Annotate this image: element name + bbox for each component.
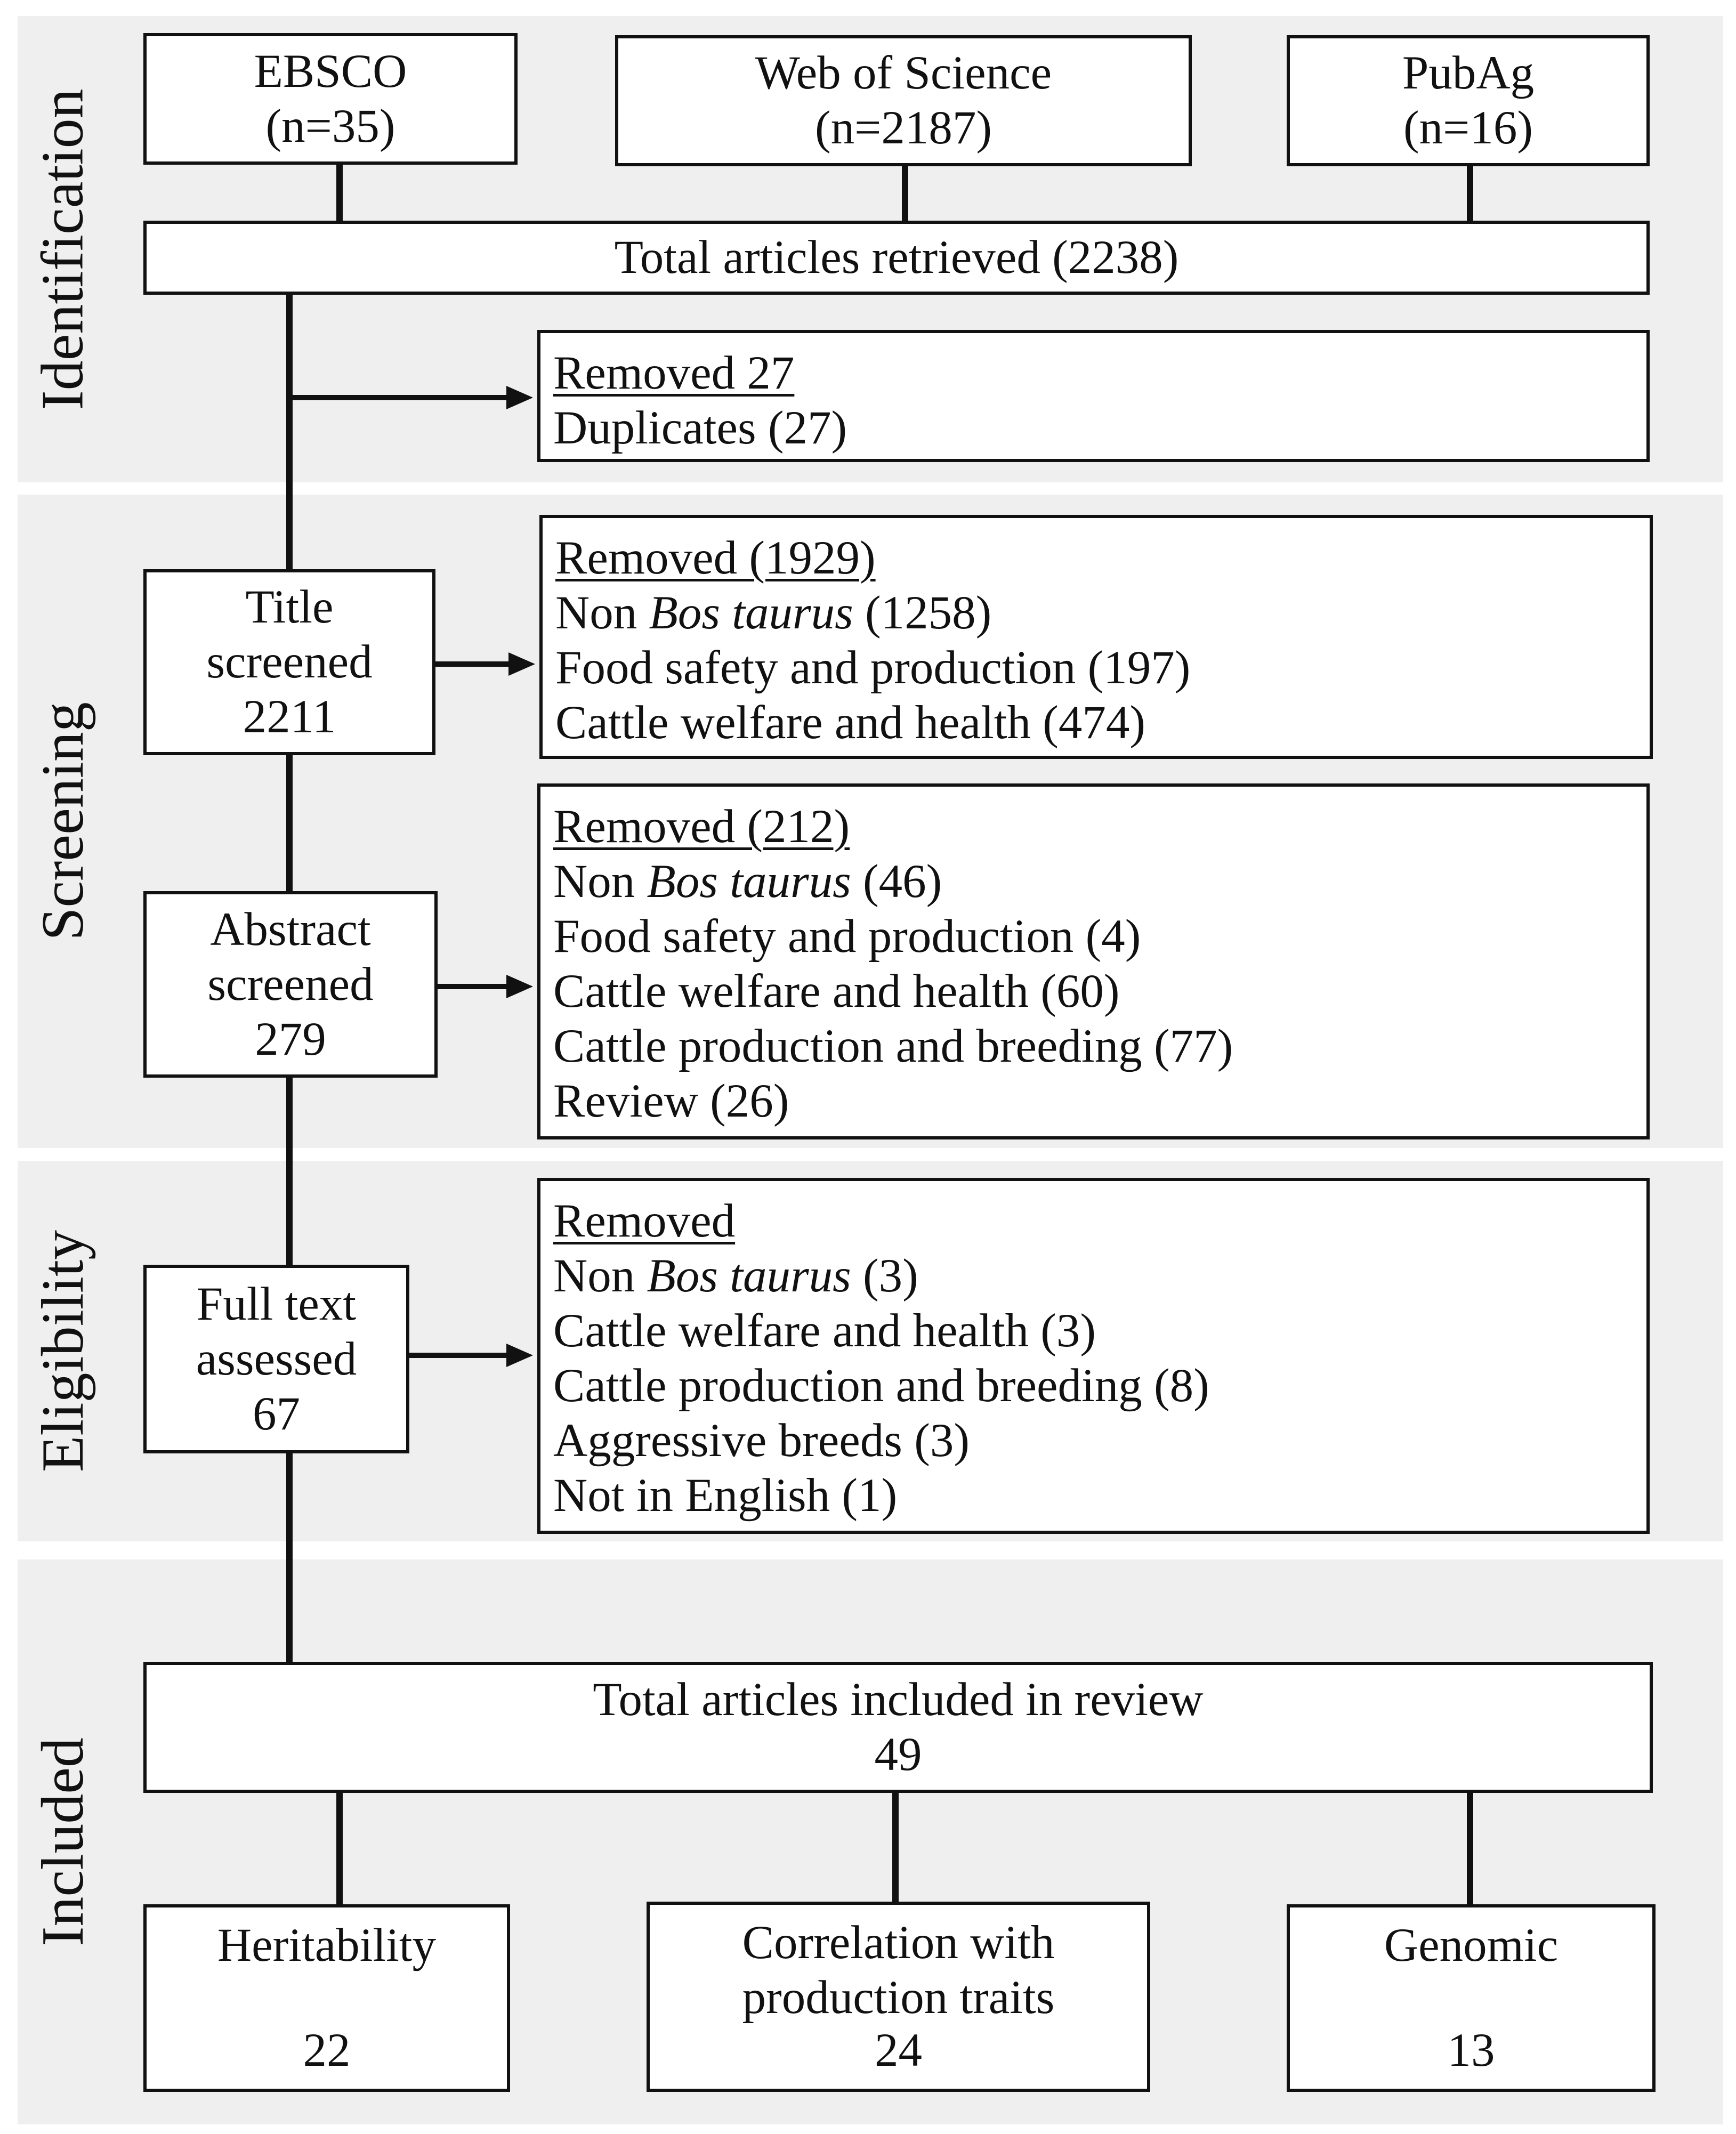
- duplicates-arrowhead: [506, 386, 533, 409]
- full-text-line1: Full text: [196, 1278, 357, 1330]
- removed-item: Non Bos taurus (46): [553, 855, 942, 908]
- full-text-box: Full text assessed 67: [143, 1265, 409, 1453]
- stage-label-included: Included: [30, 1737, 96, 1946]
- category-count: 22: [303, 2024, 351, 2076]
- stage-label-screening: Screening: [30, 702, 96, 941]
- included-total-label: Total articles included in review: [593, 1674, 1204, 1726]
- abstract-screened-box: Abstract screened 279: [143, 891, 438, 1078]
- duplicates-removed-box: Removed 27 Duplicates (27): [537, 330, 1650, 462]
- abstract-screened-line2: screened: [207, 958, 374, 1011]
- abstract-removed-box: Removed (212) Non Bos taurus (46) Food s…: [537, 783, 1650, 1139]
- category-box-genomic: Genomic 13: [1287, 1904, 1656, 2092]
- stage-label-identification: Identification: [30, 88, 96, 410]
- source-name: Web of Science: [755, 47, 1052, 99]
- full-text-count: 67: [253, 1387, 300, 1440]
- removed-item: Food safety and production (197): [555, 642, 1191, 694]
- title-screened-count: 2211: [243, 691, 336, 743]
- removed-item: Non Bos taurus (3): [553, 1250, 918, 1302]
- full-text-line2: assessed: [196, 1332, 357, 1385]
- main-flow-line-1: [286, 293, 293, 569]
- title-screened-box: Title screened 2211: [143, 569, 435, 755]
- fulltext-arrow-line: [407, 1353, 508, 1358]
- connector-wos: [902, 166, 908, 221]
- removed-heading: Removed: [553, 1195, 736, 1247]
- category-label: Heritability: [217, 1919, 437, 1971]
- removed-item: Cattle welfare and health (60): [553, 965, 1120, 1017]
- title-arrowhead: [508, 652, 535, 676]
- title-removed-box: Removed (1929) Non Bos taurus (1258) Foo…: [539, 515, 1653, 759]
- category-count: 13: [1447, 2024, 1495, 2076]
- stage-label-eligibility: Eligibility: [30, 1230, 96, 1473]
- abstract-arrow-line: [435, 984, 507, 989]
- connector-pubag: [1467, 166, 1473, 221]
- total-retrieved-label: Total articles retrieved (2238): [614, 231, 1179, 284]
- category-box-correlation: Correlation with production traits 24: [647, 1902, 1150, 2092]
- removed-heading: Removed 27: [553, 347, 795, 399]
- fulltext-arrowhead: [506, 1344, 533, 1367]
- title-arrow-line: [433, 661, 511, 667]
- source-box-ebsco: EBSCO (n=35): [143, 33, 518, 165]
- removed-heading: Removed (1929): [555, 532, 876, 584]
- main-flow-line-3: [286, 1076, 293, 1265]
- source-count: (n=2187): [815, 102, 992, 154]
- main-flow-line-2: [286, 753, 293, 891]
- source-count: (n=35): [265, 100, 395, 152]
- source-name: PubAg: [1402, 47, 1535, 99]
- removed-item: Cattle welfare and health (474): [555, 697, 1146, 749]
- connector-heritability: [336, 1790, 343, 1904]
- connector-genomic: [1467, 1790, 1473, 1904]
- source-name: EBSCO: [254, 45, 407, 98]
- main-flow-line-4: [286, 1451, 293, 1662]
- source-count: (n=16): [1403, 102, 1533, 154]
- removed-item: Food safety and production (4): [553, 910, 1141, 963]
- title-screened-line2: screened: [206, 636, 373, 688]
- removed-item: Duplicates (27): [553, 402, 847, 454]
- title-screened-line1: Title: [245, 581, 334, 633]
- abstract-screened-line1: Abstract: [210, 903, 371, 956]
- removed-item: Aggressive breeds (3): [553, 1414, 970, 1467]
- total-retrieved-box: Total articles retrieved (2238): [143, 221, 1650, 295]
- category-label: Genomic: [1384, 1919, 1559, 1971]
- category-label: Correlation with: [742, 1917, 1055, 1969]
- source-box-pubag: PubAg (n=16): [1287, 35, 1650, 166]
- category-box-heritability: Heritability 22: [143, 1904, 510, 2092]
- removed-item: Cattle production and breeding (77): [553, 1020, 1233, 1072]
- connector-correlation: [892, 1790, 899, 1902]
- category-count: 24: [875, 2024, 922, 2076]
- removed-item: Non Bos taurus (1258): [555, 587, 992, 639]
- removed-item: Cattle production and breeding (8): [553, 1360, 1209, 1412]
- duplicates-arrow-line: [289, 395, 508, 400]
- full-text-removed-box: Removed Non Bos taurus (3) Cattle welfar…: [537, 1178, 1650, 1534]
- category-label-line2: production traits: [742, 1971, 1055, 2024]
- removed-item: Review (26): [553, 1075, 789, 1127]
- source-box-web-of-science: Web of Science (n=2187): [615, 35, 1192, 166]
- removed-item: Not in English (1): [553, 1469, 898, 1522]
- abstract-arrowhead: [506, 975, 533, 998]
- removed-item: Cattle welfare and health (3): [553, 1305, 1096, 1357]
- connector-ebsco: [336, 165, 343, 221]
- abstract-screened-count: 279: [255, 1013, 326, 1065]
- included-total-box: Total articles included in review 49: [143, 1662, 1653, 1793]
- removed-heading: Removed (212): [553, 801, 850, 853]
- included-total-count: 49: [874, 1728, 922, 1781]
